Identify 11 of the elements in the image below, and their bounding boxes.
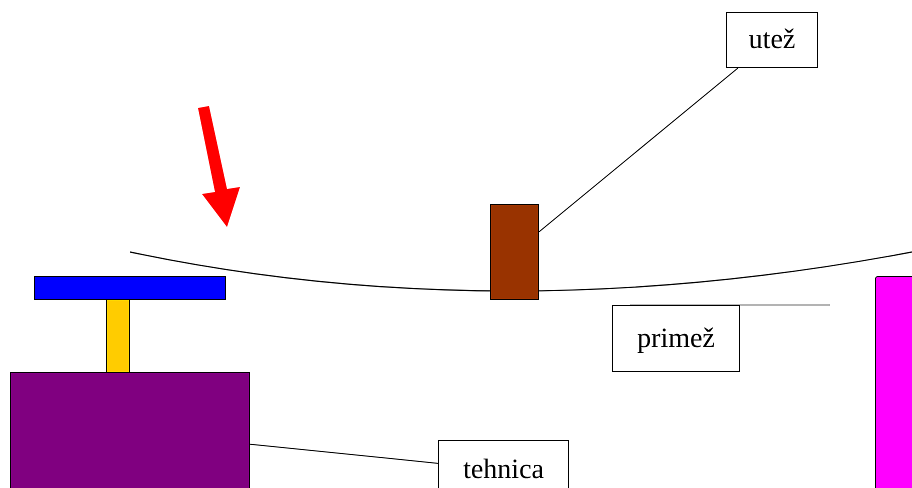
scale-plate [34,276,226,300]
scale-body [10,372,250,488]
leader-line [538,68,738,232]
callout-label: utež [726,12,818,68]
weight-block [490,204,539,300]
callout-label: primež [612,305,740,372]
leader-line [250,444,438,464]
leader-line [630,304,830,306]
scale-post [106,299,130,373]
callout-label: tehnica [438,440,569,488]
clamp-bar [875,276,912,488]
